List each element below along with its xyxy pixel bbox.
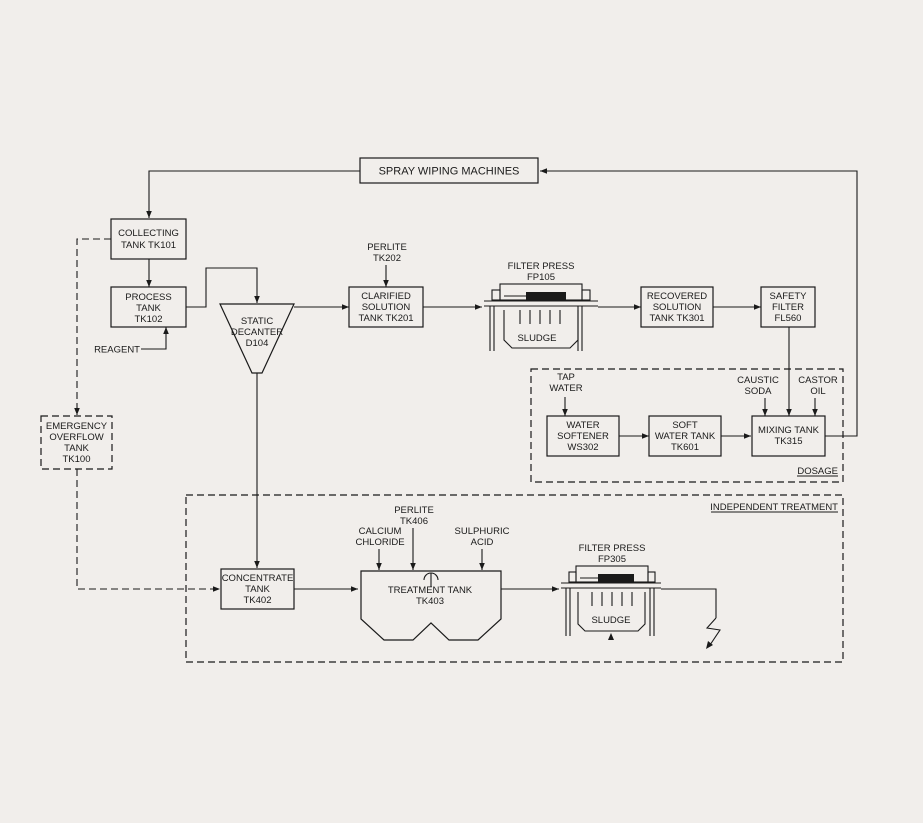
fp1-label-line1: FILTER PRESS xyxy=(508,261,575,272)
recovered-solution-tank-tk301[interactable]: RECOVERED SOLUTION TANK TK301 xyxy=(640,286,714,328)
emergency-label-line1: EMERGENCY xyxy=(46,421,108,432)
process-label-line1: PROCESS xyxy=(125,292,171,303)
collecting-tank-tk101[interactable]: COLLECTING TANK TK101 xyxy=(110,218,187,260)
clarified-label-line1: CLARIFIED xyxy=(361,291,411,302)
clarified-label-line3: TANK TK201 xyxy=(358,313,413,324)
emergency-label-line2: OVERFLOW xyxy=(49,432,103,443)
drain-arrowhead xyxy=(706,641,713,649)
recovered-label-line3: TANK TK301 xyxy=(649,313,704,324)
drain-symbol xyxy=(705,617,721,646)
reagent-label: REAGENT xyxy=(94,345,140,356)
perlite1-label-line2: TK202 xyxy=(373,253,401,264)
sulphuric-label-line2: ACID xyxy=(471,537,494,548)
process-to-decanter-line xyxy=(186,267,260,308)
static-decanter-d104[interactable]: STATIC DECANTER D104 xyxy=(219,303,295,374)
calcium-label-line2: CHLORIDE xyxy=(355,537,404,548)
caustic-label-line1: CAUSTIC xyxy=(737,375,779,386)
emergency-label-line4: TK100 xyxy=(63,454,91,465)
treatment-label-line2: TK403 xyxy=(416,596,444,607)
spray-label: SPRAY WIPING MACHINES xyxy=(379,166,520,178)
collecting-label-line1: COLLECTING xyxy=(118,228,179,239)
treatment-tank-tk403[interactable]: TREATMENT TANK TK403 xyxy=(360,570,502,641)
safety-label-line1: SAFETY xyxy=(770,291,808,302)
collecting-label-line2: TANK TK101 xyxy=(121,240,176,251)
safety-label-line2: FILTER xyxy=(772,302,804,313)
fp1-label-line2: FP105 xyxy=(527,272,555,283)
decanter-label-line1: STATIC xyxy=(241,316,274,327)
safety-label-line3: FL560 xyxy=(775,313,802,324)
sulphuric-label-line1: SULPHURIC xyxy=(455,526,510,537)
concentrate-label-line1: CONCENTRATE xyxy=(222,573,294,584)
fp2-label-line1: FILTER PRESS xyxy=(579,543,646,554)
mixing-to-spray-return-line xyxy=(540,168,858,437)
soft-label-line3: TK601 xyxy=(671,442,699,453)
decanter-label-line3: D104 xyxy=(246,338,269,349)
treatment-label-line1: TREATMENT TANK xyxy=(388,585,473,596)
collecting-to-emergency-dashed-line xyxy=(74,238,111,415)
mixing-tank-tk315[interactable]: MIXING TANK TK315 xyxy=(751,415,826,457)
reagent-to-process-line xyxy=(141,327,169,350)
clarified-label-line2: SOLUTION xyxy=(362,302,411,313)
concentrate-label-line3: TK402 xyxy=(244,595,272,606)
tap-label-line1: TAP xyxy=(557,372,575,383)
soft-water-tank-tk601[interactable]: SOFT WATER TANK TK601 xyxy=(648,415,722,457)
process-label-line3: TK102 xyxy=(135,314,163,325)
connectors xyxy=(74,168,858,649)
soft-label-line1: SOFT xyxy=(672,420,698,431)
softener-label-line3: WS302 xyxy=(567,442,598,453)
water-softener-ws302[interactable]: WATER SOFTENER WS302 xyxy=(546,415,620,457)
process-tank-tk102[interactable]: PROCESS TANK TK102 xyxy=(110,286,187,328)
concentrate-label-line2: TANK xyxy=(245,584,270,595)
perlite2-label-line1: PERLITE xyxy=(394,505,434,516)
softener-label-line2: SOFTENER xyxy=(557,431,609,442)
soft-label-line2: WATER TANK xyxy=(655,431,716,442)
recovered-label-line1: RECOVERED xyxy=(647,291,707,302)
emergency-to-concentrate-dashed-line xyxy=(76,469,220,592)
clarified-solution-tank-tk201[interactable]: CLARIFIED SOLUTION TANK TK201 xyxy=(348,286,424,328)
emergency-overflow-tank-tk100[interactable]: EMERGENCY OVERFLOW TANK TK100 xyxy=(40,415,113,470)
mixing-label-line2: TK315 xyxy=(775,436,803,447)
independent-treatment-label: INDEPENDENT TREATMENT xyxy=(710,502,838,513)
perlite2-label-line2: TK406 xyxy=(400,516,428,527)
fp2-label-line2: FP305 xyxy=(598,554,626,565)
process-label-line2: TANK xyxy=(136,303,161,314)
concentrate-tank-tk402[interactable]: CONCENTRATE TANK TK402 xyxy=(220,568,295,610)
dosage-label: DOSAGE xyxy=(797,466,838,477)
caustic-label-line2: SODA xyxy=(745,386,773,397)
emergency-label-line3: TANK xyxy=(64,443,89,454)
dosage-group-frame xyxy=(530,368,844,483)
filter-press-fp305[interactable]: FILTER PRESS FP305 SLUDGE xyxy=(561,543,661,640)
softener-label-line1: WATER xyxy=(566,420,599,431)
spray-wiping-machines-box[interactable]: SPRAY WIPING MACHINES xyxy=(359,157,539,184)
filterpress2-to-drain-line xyxy=(661,588,717,618)
perlite1-label-line1: PERLITE xyxy=(367,242,407,253)
castor-label-line1: CASTOR xyxy=(798,375,838,386)
safety-filter-fl560[interactable]: SAFETY FILTER FL560 xyxy=(760,286,816,328)
independent-treatment-group-frame xyxy=(185,494,844,663)
fp1-sludge-label: SLUDGE xyxy=(517,333,556,344)
filter-press-fp105[interactable]: FILTER PRESS FP105 SLUDGE xyxy=(484,261,598,351)
mixing-label-line1: MIXING TANK xyxy=(758,425,820,436)
tap-label-line2: WATER xyxy=(549,383,582,394)
fp2-sludge-label: SLUDGE xyxy=(591,615,630,626)
castor-label-line2: OIL xyxy=(810,386,825,397)
decanter-label-line2: DECANTER xyxy=(231,327,283,338)
recovered-label-line2: SOLUTION xyxy=(653,302,702,313)
spray-to-collecting-line xyxy=(146,170,360,218)
calcium-label-line1: CALCIUM xyxy=(359,526,402,537)
